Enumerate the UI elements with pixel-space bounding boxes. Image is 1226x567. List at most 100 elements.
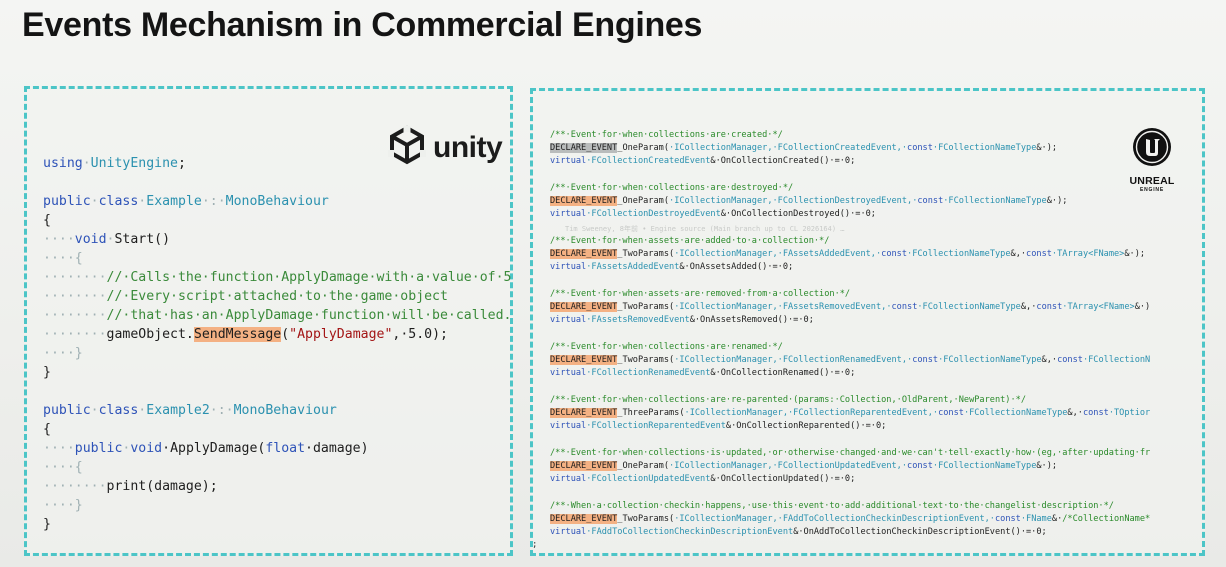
code-line: ····} xyxy=(43,496,511,515)
code-line: virtual·FAssetsRemovedEvent&·OnAssetsRem… xyxy=(550,314,1188,327)
code-token: ·FName xyxy=(1020,513,1052,524)
code-line: /**·When·a·collection·checkin·happens,·u… xyxy=(550,500,1188,513)
code-token: "ApplyDamage" xyxy=(289,327,393,342)
code-token: ·ICollectionManager,·FAssetsAddedEvent,· xyxy=(674,249,882,260)
code-token: ········ xyxy=(43,289,107,304)
code-token: ·FCollectionNameType xyxy=(932,460,1037,471)
code-token: DECLARE_EVENT xyxy=(550,249,618,260)
code-line xyxy=(43,382,511,401)
event-declaration-block: /**·When·a·collection·checkin·happens,·u… xyxy=(550,500,1188,540)
code-token: ·TArray<FName> xyxy=(1062,302,1135,313)
code-token: ·ICollectionManager,·FCollectionRenamedE… xyxy=(674,355,913,365)
code-token: DECLARE_EVENT xyxy=(550,513,618,524)
code-token: &,· xyxy=(1020,302,1037,313)
code-token: MonoBehaviour xyxy=(225,194,329,209)
code-token: ········ xyxy=(43,308,107,323)
code-line: /**·Event·for·when·assets·are·added·to·a… xyxy=(550,235,1188,248)
code-token: class xyxy=(98,403,139,418)
code-line xyxy=(43,135,511,154)
code-token: _ThreeParams( xyxy=(617,407,685,418)
code-token: const xyxy=(1057,355,1083,365)
code-token: ····{ xyxy=(43,251,83,266)
code-token: ·FCollectionUpdatedEvent xyxy=(586,474,711,485)
unity-code-block: using·UnityEngine; public·class·Example·… xyxy=(43,135,511,534)
code-token: _TwoParams( xyxy=(617,355,675,365)
code-token: &,· xyxy=(1067,407,1083,418)
code-line: DECLARE_EVENT_OneParam(·ICollectionManag… xyxy=(550,460,1188,473)
code-token: ·FAssetsAddedEvent xyxy=(586,262,680,273)
code-token: ·FCollectionNameType xyxy=(943,196,1047,207)
code-line: virtual·FCollectionCreatedEvent&·OnColle… xyxy=(550,155,1188,168)
code-token: virtual xyxy=(550,527,587,538)
code-token: virtual xyxy=(550,209,587,220)
code-line: ····{ xyxy=(43,249,511,268)
code-token: _TwoParams( xyxy=(617,302,675,313)
code-line xyxy=(43,173,511,192)
code-token: &,· xyxy=(1010,249,1027,260)
code-token: { xyxy=(43,213,51,228)
code-token: using xyxy=(43,156,83,171)
code-token: _OneParam( xyxy=(617,143,670,154)
code-token: _TwoParams( xyxy=(617,249,675,260)
code-token: virtual xyxy=(550,368,587,379)
event-declaration-block: /**·Event·for·when·assets·are·added·to·a… xyxy=(550,235,1188,275)
event-declaration-block: /**·Event·for·when·collections·is·update… xyxy=(550,447,1188,487)
code-token: _OneParam( xyxy=(617,196,670,207)
code-token: ·ApplyDamage( xyxy=(162,441,266,456)
code-line: DECLARE_EVENT_ThreeParams(·ICollectionMa… xyxy=(550,407,1188,420)
code-token: void xyxy=(130,441,163,456)
code-token: ; xyxy=(178,156,186,171)
event-declaration-block: /**·Event·for·when·collections·are·creat… xyxy=(550,129,1188,169)
code-line: virtual·FCollectionReparentedEvent&·OnCo… xyxy=(550,420,1188,433)
code-token: · xyxy=(82,156,91,171)
code-token: &·); xyxy=(1036,460,1058,471)
unreal-code-panel: Tim Sweeney, 8年前 • Engine source (Main b… xyxy=(530,88,1205,556)
code-token: Example xyxy=(146,194,202,209)
code-token: public xyxy=(74,441,123,456)
code-token: const xyxy=(938,407,964,418)
code-line: virtual·FCollectionRenamedEvent&·OnColle… xyxy=(550,367,1188,380)
code-token: ·ICollectionManager,·FAddToCollectionChe… xyxy=(674,513,995,524)
code-token: ·FCollectionNameType xyxy=(907,249,1011,260)
code-line: DECLARE_EVENT_TwoParams(·ICollectionMana… xyxy=(550,248,1188,261)
code-token: &·) xyxy=(1134,302,1151,313)
code-token: const xyxy=(881,249,908,260)
event-declaration-block: /**·Event·for·when·assets·are·removed·fr… xyxy=(550,288,1188,328)
code-token: ·FAssetsRemovedEvent xyxy=(586,315,690,326)
code-token: ·FCollectionDestroyedEvent xyxy=(586,209,721,220)
code-line: } xyxy=(43,515,511,534)
code-token: ·ICollectionManager,·FCollectionReparent… xyxy=(684,407,939,418)
code-token: &·OnCollectionRenamed()·=·0; xyxy=(710,368,856,379)
code-token: /**·Event·for·when·assets·are·added·to·a… xyxy=(550,235,830,246)
code-line: ········//·Every·script·attached·to·the·… xyxy=(43,287,511,306)
code-token: /**·Event·for·when·collections·are·destr… xyxy=(550,182,794,193)
code-token: ·ICollectionManager,·FCollectionCreatedE… xyxy=(669,143,908,154)
code-token: ·ICollectionManager,·FAssetsRemovedEvent… xyxy=(674,302,892,313)
code-line: } xyxy=(43,363,511,382)
unity-logo-text: unity xyxy=(433,130,503,164)
code-token: &·OnCollectionDestroyed()·=·0; xyxy=(720,209,876,220)
code-token: virtual xyxy=(550,421,587,432)
code-token: DECLARE_EVENT xyxy=(550,355,618,365)
code-token: const xyxy=(891,302,918,313)
code-token: ·FCollectionNameType xyxy=(963,407,1068,418)
unity-cube-icon xyxy=(387,125,427,170)
code-token: const xyxy=(907,143,933,154)
code-line: ····{ xyxy=(43,458,511,477)
code-line: { xyxy=(43,420,511,439)
code-token: ····} xyxy=(43,498,83,513)
code-token: · xyxy=(106,232,115,247)
code-token: /**·Event·for·when·assets·are·removed·fr… xyxy=(550,288,851,299)
code-token: · xyxy=(90,194,99,209)
code-line: /**·Event·for·when·collections·are·creat… xyxy=(550,129,1188,142)
code-token: &·); xyxy=(1124,249,1146,260)
code-token: &·); xyxy=(1046,196,1068,207)
unreal-code-block: /**·Event·for·when·collections·are·creat… xyxy=(550,129,1188,553)
code-line: ····} xyxy=(43,344,511,363)
code-token: float xyxy=(265,441,306,456)
code-token: Start() xyxy=(114,232,171,247)
code-token: ····{ xyxy=(43,460,83,475)
code-token: ········ xyxy=(43,479,107,494)
code-token: //·that·has·an·ApplyDamage·function·will… xyxy=(106,308,512,323)
unreal-engine-logo: UNREAL ENGINE xyxy=(1119,127,1185,193)
